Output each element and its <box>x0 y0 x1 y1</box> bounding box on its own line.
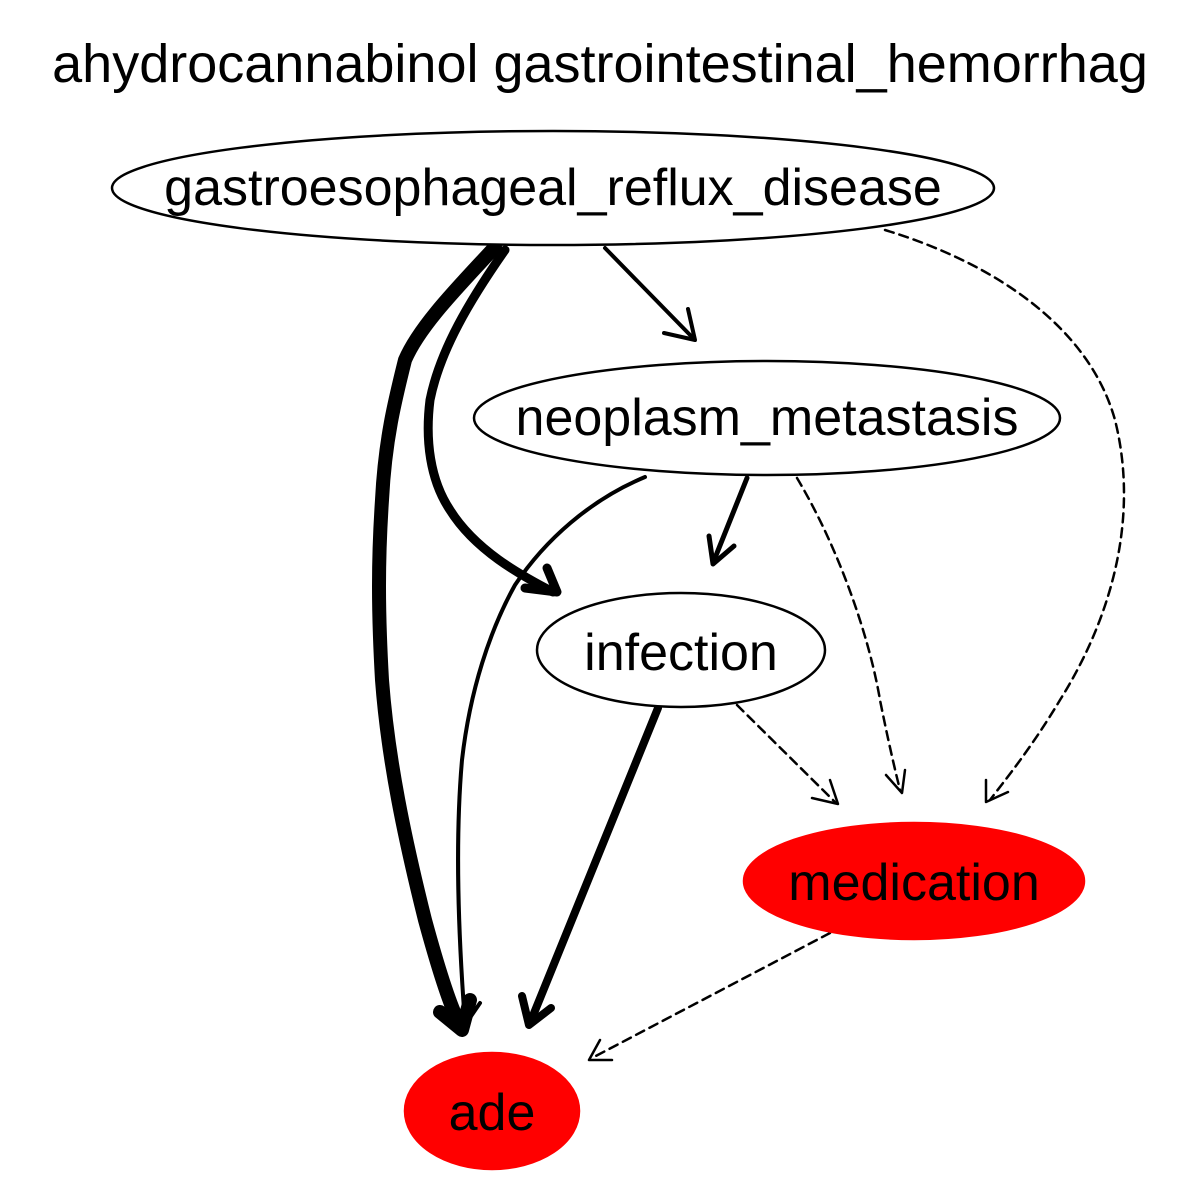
edge-medication-to-ade <box>590 931 832 1060</box>
node-label: infection <box>584 624 778 682</box>
edge-gerd-to-neoplasm <box>603 246 697 342</box>
node-neoplasm-metastasis: neoplasm_metastasis <box>472 359 1062 477</box>
node-label: medication <box>788 854 1039 912</box>
arrowhead-medication-to-ade <box>587 1038 614 1062</box>
node-medication: medication <box>742 821 1086 941</box>
graph-title: ahydrocannabinol gastrointestinal_hemorr… <box>52 34 1148 94</box>
edge-gerd-to-infection <box>423 245 562 597</box>
arrowhead-gerd-to-medication <box>984 778 1010 804</box>
arrowhead-infection-to-medication <box>810 778 840 806</box>
edge-infection-to-medication <box>735 703 837 804</box>
edge-gerd-to-ade <box>372 240 502 1037</box>
node-label: neoplasm_metastasis <box>516 389 1019 447</box>
node-infection: infection <box>535 591 827 709</box>
edge-neoplasm-to-ade <box>451 475 647 1027</box>
node-ade: ade <box>403 1051 581 1171</box>
edge-neoplasm-to-medication <box>795 476 902 792</box>
node-label: ade <box>449 1084 536 1142</box>
edge-gerd-to-medication <box>883 228 1126 802</box>
edge-neoplasm-to-infection <box>706 475 750 567</box>
node-label: gastroesophageal_reflux_disease <box>164 159 942 217</box>
node-gastroesophageal-reflux-disease: gastroesophageal_reflux_disease <box>110 129 996 247</box>
arrowhead-neoplasm-to-medication <box>884 768 907 795</box>
edge-infection-to-ade <box>518 704 662 1029</box>
